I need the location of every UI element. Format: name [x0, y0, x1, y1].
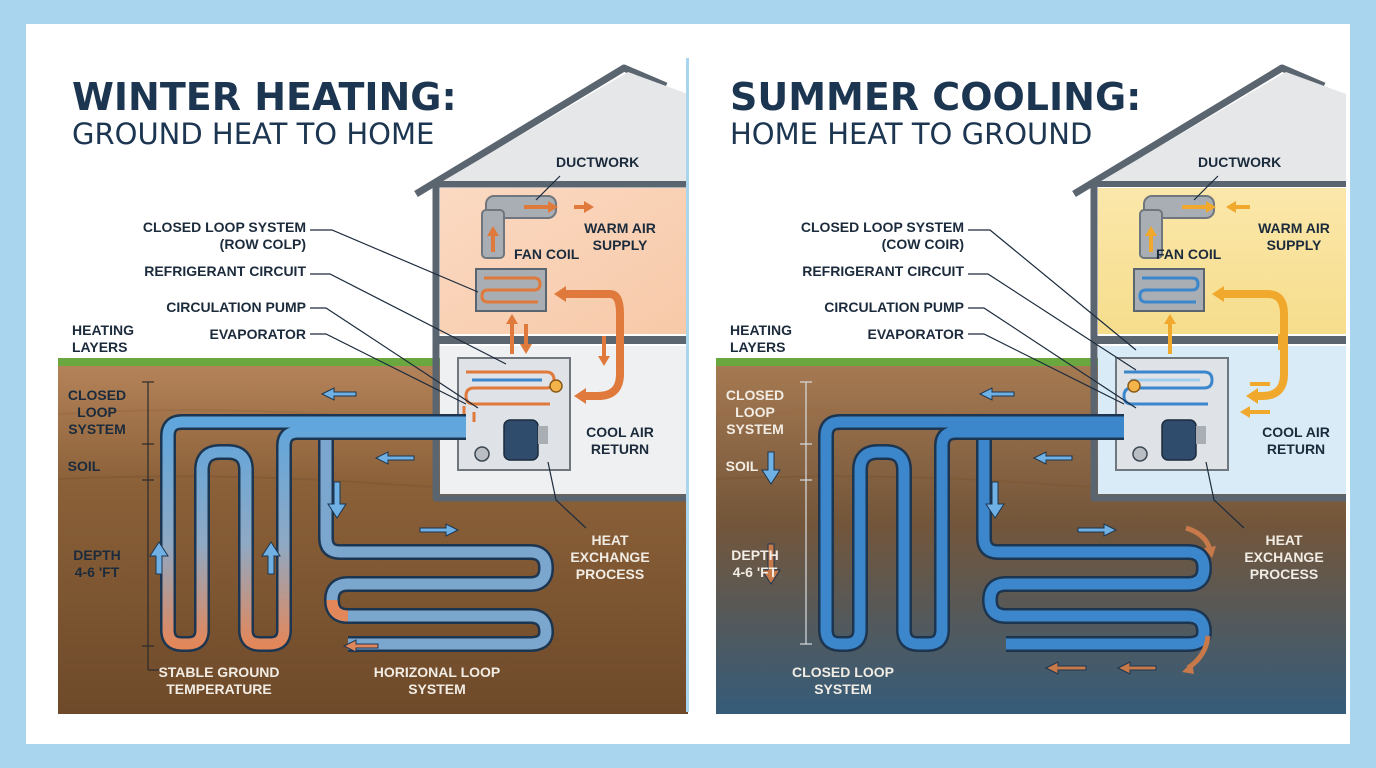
- grass-strip: [716, 358, 1346, 366]
- flow-arrow: [327, 481, 347, 519]
- expansion-valve-icon: [549, 379, 563, 393]
- flow-arrow: [149, 541, 169, 575]
- cool-air-return-label: COOL AIR RETURN: [586, 424, 654, 457]
- evaporator-label: EVAPORATOR: [867, 326, 964, 342]
- refrigerant-circuit-label: REFRIGERANT CIRCUIT: [144, 263, 306, 279]
- panel-title: WINTER HEATING:: [72, 75, 457, 119]
- winter-heating-panel: WINTER HEATING: GROUND HEAT TO HOME DUCT…: [26, 24, 688, 744]
- closed-loop-system-label: CLOSED LOOP SYSTEM: [142, 219, 306, 235]
- flow-arrow: [261, 541, 281, 575]
- compressor-icon: [503, 419, 539, 461]
- closed-loop-bottom-label: CLOSED LOOP SYSTEM: [792, 664, 894, 697]
- cool-air-return-label: COOL AIR RETURN: [1262, 424, 1330, 457]
- refrigerant-circuit-label: REFRIGERANT CIRCUIT: [802, 263, 964, 279]
- panel-subtitle: GROUND HEAT TO HOME: [72, 117, 435, 151]
- fan-coil-label: FAN COIL: [514, 246, 580, 262]
- flow-arrow: [761, 543, 781, 585]
- layer-closed-loop-label: CLOSED LOOP SYSTEM: [725, 387, 785, 437]
- compressor-icon: [1161, 419, 1197, 461]
- closed-loop-sub-label: (COW COIR): [881, 236, 964, 252]
- closed-loop-sub-label: (ROW COLP): [219, 236, 306, 252]
- ground-loop-pipe: [160, 414, 554, 652]
- ductwork-label: DUCTWORK: [556, 154, 640, 170]
- summer-diagram: [715, 64, 1346, 714]
- flow-arrow: [1032, 451, 1073, 465]
- flow-arrow: [374, 451, 415, 465]
- flow-arrow: [1116, 661, 1157, 675]
- heat-exchange-label: HEAT EXCHANGE PROCESS: [1244, 532, 1324, 582]
- warm-air-supply-label: WARM AIR SUPPLY: [584, 220, 656, 253]
- ductwork-label: DUCTWORK: [1198, 154, 1282, 170]
- layer-depth-label: DEPTH 4-6 'FT: [731, 547, 779, 580]
- expansion-valve-icon: [1127, 379, 1141, 393]
- closed-loop-system-label: CLOSED LOOP SYSTEM: [800, 219, 964, 235]
- panel-divider: [686, 58, 689, 712]
- winter-diagram: [57, 64, 688, 714]
- circulation-pump-icon: [474, 446, 490, 462]
- heat-exchange-label: HEAT EXCHANGE PROCESS: [570, 532, 650, 582]
- depth-scale: [800, 381, 812, 645]
- layer-soil-label: SOIL: [67, 458, 101, 474]
- evaporator-label: EVAPORATOR: [209, 326, 306, 342]
- panel-subtitle: HOME HEAT TO GROUND: [730, 117, 1093, 151]
- horizontal-loop-label: HORIZONAL LOOP SYSTEM: [373, 664, 501, 697]
- fan-coil-label: FAN COIL: [1156, 246, 1222, 262]
- circulation-pump-label: CIRCULATION PUMP: [166, 299, 306, 315]
- panel-title: SUMMER COOLING:: [730, 75, 1142, 119]
- flow-arrow: [342, 639, 379, 653]
- warm-air-supply-label: WARM AIR SUPPLY: [1258, 220, 1330, 253]
- infographic-card: WINTER HEATING: GROUND HEAT TO HOME DUCT…: [26, 24, 1350, 744]
- depth-scale: [142, 381, 160, 671]
- flow-arrow: [419, 523, 460, 537]
- grass-strip: [58, 358, 688, 366]
- layer-soil-label: SOIL: [725, 458, 759, 474]
- house: [1072, 64, 1346, 502]
- flow-arrow: [1077, 523, 1118, 537]
- stable-ground-label: STABLE GROUND TEMPERATURE: [158, 664, 280, 697]
- layer-closed-loop-label: CLOSED LOOP SYSTEM: [67, 387, 127, 437]
- flow-arrow: [985, 481, 1005, 519]
- summer-cooling-panel: SUMMER COOLING: HOME HEAT TO GROUND DUCT…: [684, 24, 1346, 744]
- flow-arrow: [320, 387, 357, 401]
- heating-layers-label: HEATING LAYERS: [72, 322, 134, 355]
- circulation-pump-icon: [1132, 446, 1148, 462]
- flow-arrow: [978, 387, 1015, 401]
- flow-arrow: [1044, 661, 1087, 675]
- ground-loop-pipe: [818, 414, 1212, 652]
- flow-arrow: [761, 451, 781, 485]
- circulation-pump-label: CIRCULATION PUMP: [824, 299, 964, 315]
- layer-depth-label: DEPTH 4-6 'FT: [73, 547, 121, 580]
- heating-layers-label: HEATING LAYERS: [730, 322, 792, 355]
